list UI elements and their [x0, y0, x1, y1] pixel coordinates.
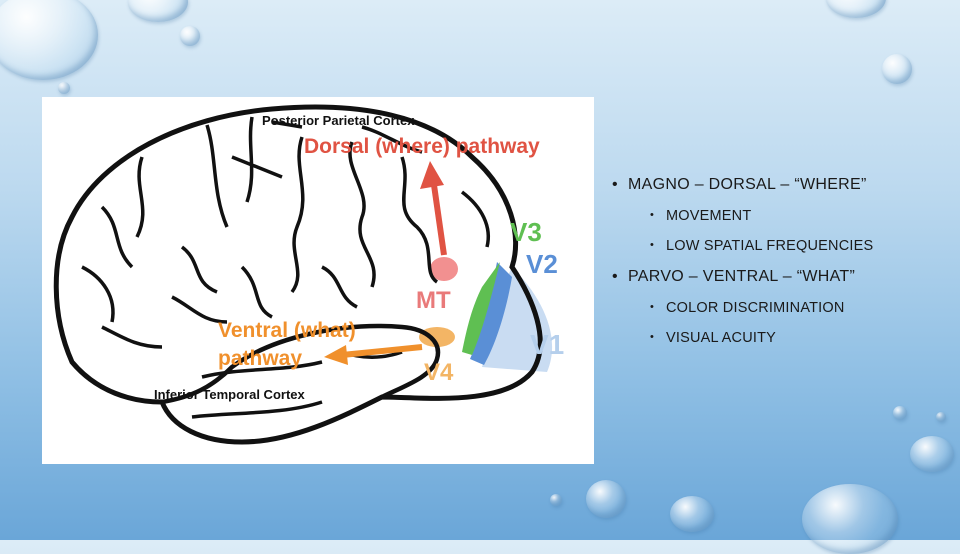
v2-label: V2	[526, 249, 558, 279]
brain-outline	[53, 104, 543, 445]
water-drop	[180, 26, 200, 46]
water-drop	[0, 0, 98, 80]
v3-area	[462, 262, 500, 355]
dorsal-pathway-label: Dorsal (where) pathway	[304, 135, 540, 158]
v1-area	[482, 267, 553, 372]
water-drop	[58, 82, 70, 94]
water-drop	[936, 412, 946, 422]
bullet-magno-dorsal: MAGNO – DORSAL – “WHERE”	[610, 176, 950, 194]
water-drop	[670, 496, 714, 532]
water-drop	[802, 484, 898, 554]
bullet-parvo-ventral: PARVO – VENTRAL – “WHAT”	[610, 268, 950, 286]
brain-sulci	[81, 116, 490, 419]
temporal-lobe-outline	[161, 323, 441, 405]
bullet-list: MAGNO – DORSAL – “WHERE” MOVEMENT LOW SP…	[610, 170, 950, 360]
sub-bullet-color-discrimination: COLOR DISCRIMINATION	[648, 300, 950, 316]
ventral-arrow-head	[324, 345, 348, 365]
brain-pathways-figure: Posterior Parietal Cortex Dorsal (where)…	[42, 97, 594, 464]
water-drop	[893, 406, 907, 420]
inferior-temporal-label: Inferior Temporal Cortex	[154, 387, 305, 402]
water-drop	[550, 494, 562, 506]
v4-label: V4	[424, 359, 454, 386]
v4-area	[419, 327, 455, 347]
mt-area	[430, 257, 458, 281]
sub-bullet-visual-acuity: VISUAL ACUITY	[648, 330, 950, 346]
water-drop	[128, 0, 188, 22]
water-drop	[910, 436, 954, 472]
v2-area	[470, 262, 512, 365]
sub-bullet-low-spatial-frequencies: LOW SPATIAL FREQUENCIES	[648, 238, 950, 254]
ventral-pathway-label-line1: Ventral (what)	[218, 319, 356, 342]
water-drop	[882, 54, 912, 84]
brain-drawing	[53, 104, 553, 445]
sub-bullet-movement: MOVEMENT	[648, 208, 950, 224]
ventral-pathway-label-line2: pathway	[218, 347, 303, 370]
dorsal-arrow-head	[420, 161, 444, 189]
dorsal-arrow-line	[431, 184, 447, 256]
posterior-parietal-label: Posterior Parietal Cortex	[262, 113, 415, 128]
mt-label: MT	[416, 287, 451, 314]
water-drop	[826, 0, 886, 18]
v3-label: V3	[510, 217, 542, 247]
v1-label: V1	[530, 329, 565, 360]
water-drop	[586, 480, 626, 518]
ventral-arrow-line	[341, 344, 423, 358]
